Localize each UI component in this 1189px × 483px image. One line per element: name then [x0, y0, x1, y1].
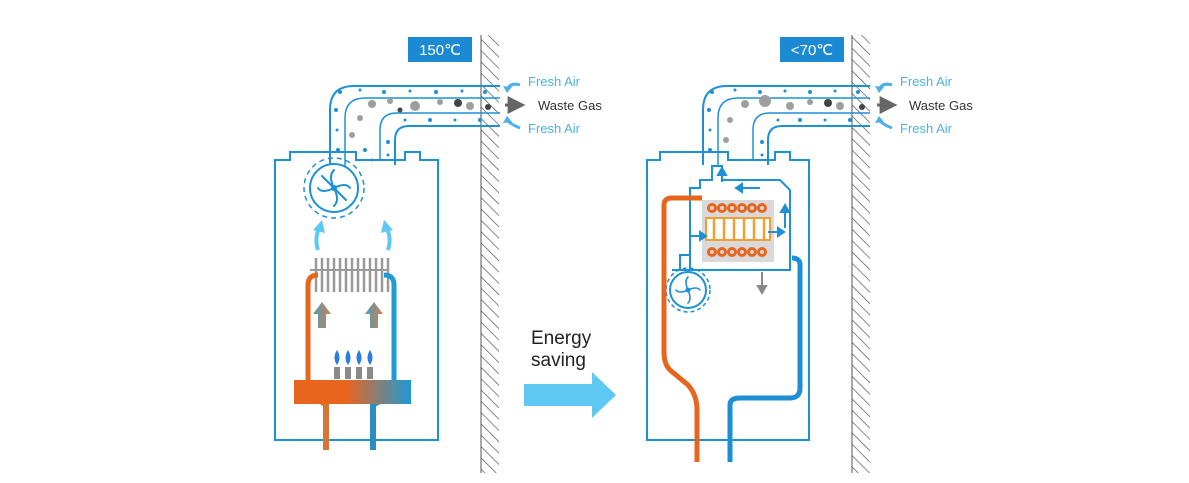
- right-panel: <70℃ Fresh Air Waste Gas Fresh Air: [646, 35, 973, 473]
- energy-saving-arrow-icon: [524, 372, 616, 418]
- right-fresh-air-bottom-label: Fresh Air: [900, 121, 953, 136]
- energy-saving-caption-line2: saving: [531, 350, 586, 371]
- exchanger-tube: [747, 247, 757, 257]
- energy-saving-section: Energy saving: [524, 328, 616, 418]
- left-temperature-badge: [408, 37, 472, 62]
- left-heat-exchanger: [310, 258, 390, 292]
- right-condensing-heat-exchanger: [679, 165, 791, 296]
- left-boiler-casing: [274, 151, 439, 441]
- left-flue-pipe: [329, 85, 500, 170]
- right-hot-water-pipe: [661, 195, 702, 462]
- left-panel: 150℃ Fresh Air Waste Gas Fresh Air: [274, 35, 602, 473]
- right-waste-gas-label: Waste Gas: [909, 98, 973, 113]
- exchanger-tube: [737, 203, 747, 213]
- exchanger-tube: [757, 203, 767, 213]
- exchanger-tube: [717, 247, 727, 257]
- right-temperature-label: <70℃: [791, 42, 833, 59]
- right-temperature-badge: [780, 37, 844, 62]
- exchanger-tube: [747, 203, 757, 213]
- energy-saving-caption-line1: Energy: [531, 328, 592, 349]
- left-fan-icon: [303, 157, 365, 219]
- exchanger-tube: [707, 247, 717, 257]
- right-flue-pipe: [702, 85, 870, 165]
- left-fresh-air-top-label: Fresh Air: [528, 74, 581, 89]
- left-heat-up-arrows: [313, 302, 383, 328]
- exchanger-tube: [707, 203, 717, 213]
- right-fan-icon: [665, 255, 711, 313]
- left-burner-manifold: [294, 380, 411, 404]
- exchanger-tube: [737, 247, 747, 257]
- right-cold-water-pipe: [727, 255, 803, 462]
- left-burner-flames-icon: [334, 350, 373, 365]
- exchanger-tube: [757, 247, 767, 257]
- exchanger-tube: [727, 203, 737, 213]
- right-wall: [852, 35, 870, 473]
- exchanger-tube: [727, 247, 737, 257]
- left-fresh-air-bottom-label: Fresh Air: [528, 121, 581, 136]
- left-wall: [481, 35, 499, 473]
- left-temperature-label: 150℃: [419, 42, 461, 59]
- exchanger-tube: [717, 203, 727, 213]
- left-waste-gas-label: Waste Gas: [538, 98, 602, 113]
- right-fresh-air-top-label: Fresh Air: [900, 74, 953, 89]
